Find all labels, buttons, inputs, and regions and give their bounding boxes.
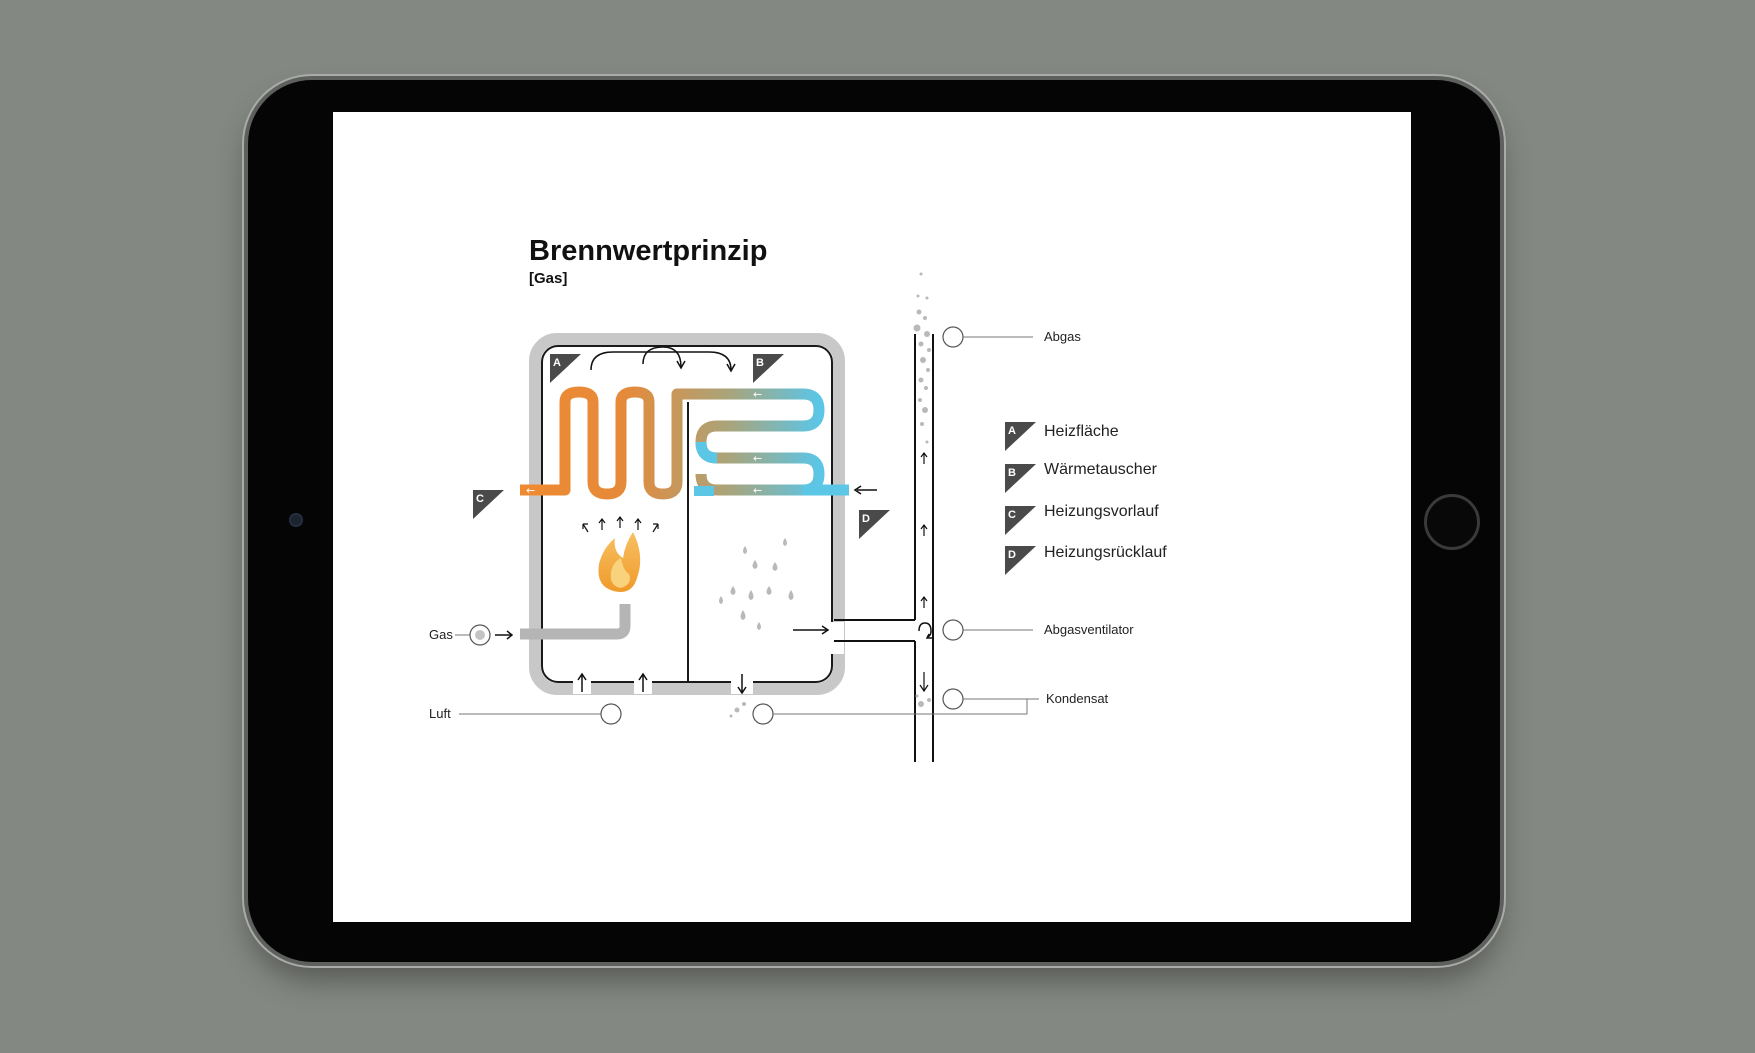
- luft-callout: Luft: [429, 703, 622, 725]
- flow-arrow-down-1: ↓: [569, 432, 578, 445]
- abgas-callout: Abgas: [942, 326, 1081, 348]
- badge-c: C: [473, 490, 504, 519]
- condensing-boiler-diagram: Brennwertprinzip [Gas] ← ↓: [429, 235, 1167, 762]
- page-subtitle: [Gas]: [529, 270, 567, 287]
- flue-up-arrows: [919, 452, 929, 693]
- gas-pipe: [520, 604, 631, 640]
- circulation-arrow-outer: [590, 351, 732, 371]
- legend-item-b: B Wärmetauscher: [1005, 461, 1158, 493]
- boiler-housing: [529, 333, 845, 695]
- home-button[interactable]: [1424, 494, 1480, 550]
- abgasventilator-label: Abgasventilator: [1044, 622, 1134, 637]
- svg-text:B: B: [1008, 467, 1016, 479]
- flow-arrow-cold-3: ←: [753, 484, 762, 497]
- circulation-arrowhead-1: [726, 363, 736, 373]
- abgasventilator-callout: Abgasventilator: [942, 619, 1134, 641]
- flow-arrow-left: ←: [526, 484, 535, 497]
- svg-text:C: C: [1008, 509, 1016, 521]
- page-title: Brennwertprinzip: [529, 235, 767, 267]
- legend-item-a: A Heizfläche: [1005, 422, 1119, 451]
- return-inflow-arrowhead: [853, 485, 862, 495]
- circulation-arrowhead-2: [676, 360, 686, 370]
- svg-text:Heizungsrücklauf: Heizungsrücklauf: [1044, 544, 1167, 561]
- flow-arrow-cold-2: ←: [753, 452, 762, 465]
- flue-stack: [834, 334, 934, 762]
- svg-text:D: D: [862, 513, 870, 525]
- legend: A Heizfläche B Wärmetauscher C Heizungsv…: [1005, 422, 1167, 575]
- water-droplet-icon: [719, 538, 794, 630]
- heating-pipe-bend: [695, 441, 718, 464]
- badge-b: B: [753, 354, 784, 383]
- rising-heat-arrows: [582, 516, 659, 533]
- condensate-arrow: [737, 674, 747, 695]
- flow-arrow-down-2: ↓: [625, 432, 634, 445]
- flow-arrow-down-3: ↓: [680, 432, 689, 445]
- tablet-screen: Brennwertprinzip [Gas] ← ↓: [333, 112, 1411, 922]
- kondensat-label: Kondensat: [1046, 691, 1109, 706]
- svg-text:Heizfläche: Heizfläche: [1044, 423, 1119, 440]
- gas-callout: Gas: [429, 624, 514, 646]
- flue-connection-gap: [824, 622, 844, 654]
- badge-a: A: [550, 354, 581, 383]
- gas-label: Gas: [429, 627, 453, 642]
- svg-text:Wärmetauscher: Wärmetauscher: [1044, 461, 1158, 478]
- heating-pipe: [520, 386, 825, 500]
- exhaust-particles: [729, 272, 931, 718]
- svg-text:D: D: [1008, 549, 1016, 561]
- air-inlet-arrows: [577, 672, 648, 692]
- circulation-arrow-inner: [642, 346, 682, 368]
- svg-text:Heizungsvorlauf: Heizungsvorlauf: [1044, 503, 1159, 520]
- svg-text:C: C: [476, 493, 484, 505]
- tablet-frame: Brennwertprinzip [Gas] ← ↓: [248, 80, 1500, 962]
- return-pipe-fill: [694, 486, 714, 496]
- kondensat-callout: Kondensat: [752, 688, 1109, 725]
- fan-icon: [918, 622, 932, 639]
- svg-text:A: A: [1008, 425, 1016, 437]
- flame-icon: [598, 532, 641, 592]
- flow-arrow-cold-1: ←: [753, 388, 762, 401]
- luft-label: Luft: [429, 706, 451, 721]
- badge-d: D: [859, 510, 890, 539]
- svg-text:A: A: [553, 357, 561, 369]
- legend-item-c: C Heizungsvorlauf: [1005, 503, 1159, 535]
- svg-text:B: B: [756, 357, 764, 369]
- abgas-label: Abgas: [1044, 329, 1081, 344]
- legend-item-d: D Heizungsrücklauf: [1005, 544, 1167, 575]
- flue-gas-arrowhead: [821, 625, 830, 635]
- camera-icon: [289, 513, 303, 527]
